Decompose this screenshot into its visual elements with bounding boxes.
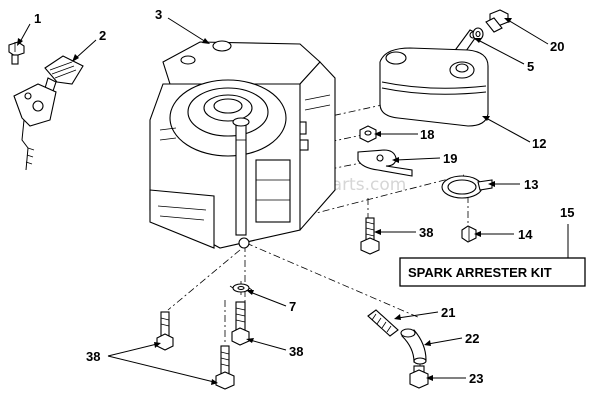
pipe-nipple-part-21 [367,309,399,337]
spark-arrester-kit-box [399,257,586,287]
bolt-part-38-center [360,217,380,255]
bolt-part-38-left [156,311,174,351]
spark-arrester-screen-part-13 [441,175,493,199]
throttle-control-part-2 [13,55,84,171]
drain-plug-part-23 [409,365,429,389]
callout-7: 7 [289,299,296,314]
callout-1: 1 [34,11,41,26]
callout-5: 5 [527,59,534,74]
callout-3: 3 [155,7,162,22]
lock-washer-part-7 [229,281,253,295]
bolt-part-38-bottom [215,345,235,390]
bolt-part-1 [8,41,25,65]
callout-14: 14 [518,227,533,242]
callout-23: 23 [469,371,483,386]
engine-part-3 [149,40,336,249]
callout-38-lower: 38 [289,344,303,359]
callout-2: 2 [99,28,106,43]
washer-part [472,27,484,41]
callout-20: 20 [550,39,564,54]
callout-38-left: 38 [86,349,100,364]
nut-part-18 [359,125,377,143]
leader-lines [17,17,569,385]
clamp-part-19 [357,149,413,177]
bolt-part-20 [485,9,509,33]
callout-15: 15 [560,205,574,220]
callout-21: 21 [441,305,455,320]
elbow-part-22 [400,328,427,365]
callout-numbers: 1 2 3 20 5 12 18 19 13 15 38 14 7 21 22 … [34,7,574,386]
callout-19: 19 [443,151,457,166]
muffler-part-12 [379,47,489,127]
callout-38-center: 38 [419,225,433,240]
callout-22: 22 [465,331,479,346]
callout-13: 13 [524,177,538,192]
spark-arrester-kit-label: SPARK ARRESTER KIT [408,265,552,280]
bolt-part-38-lower [231,301,250,346]
callout-12: 12 [532,136,546,151]
callout-18: 18 [420,127,434,142]
screw-part-14 [461,225,477,243]
